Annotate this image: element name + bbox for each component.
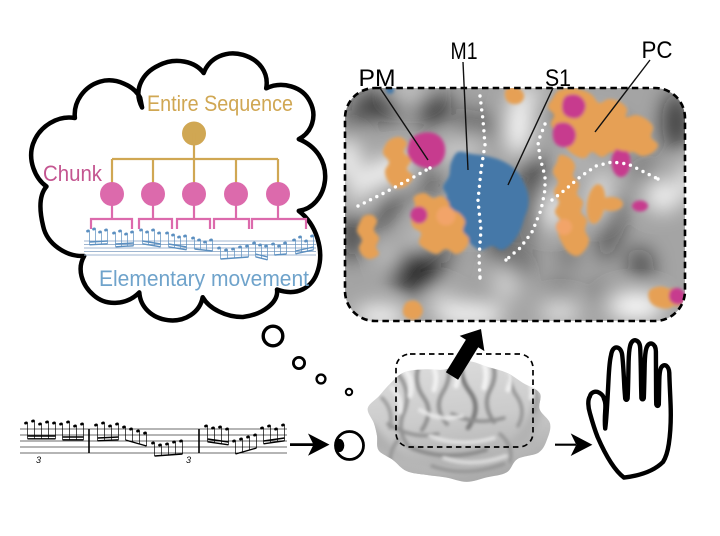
svg-text:3: 3 xyxy=(186,455,191,465)
svg-text:Chunk: Chunk xyxy=(43,161,103,186)
svg-text:Entire Sequence: Entire Sequence xyxy=(147,91,293,116)
svg-text:PM: PM xyxy=(359,65,396,92)
svg-text:Elementary movement: Elementary movement xyxy=(99,266,309,291)
svg-text:M1: M1 xyxy=(451,38,478,65)
svg-text:3: 3 xyxy=(36,455,41,465)
svg-text:PC: PC xyxy=(642,37,673,64)
svg-text:S1: S1 xyxy=(545,65,571,92)
